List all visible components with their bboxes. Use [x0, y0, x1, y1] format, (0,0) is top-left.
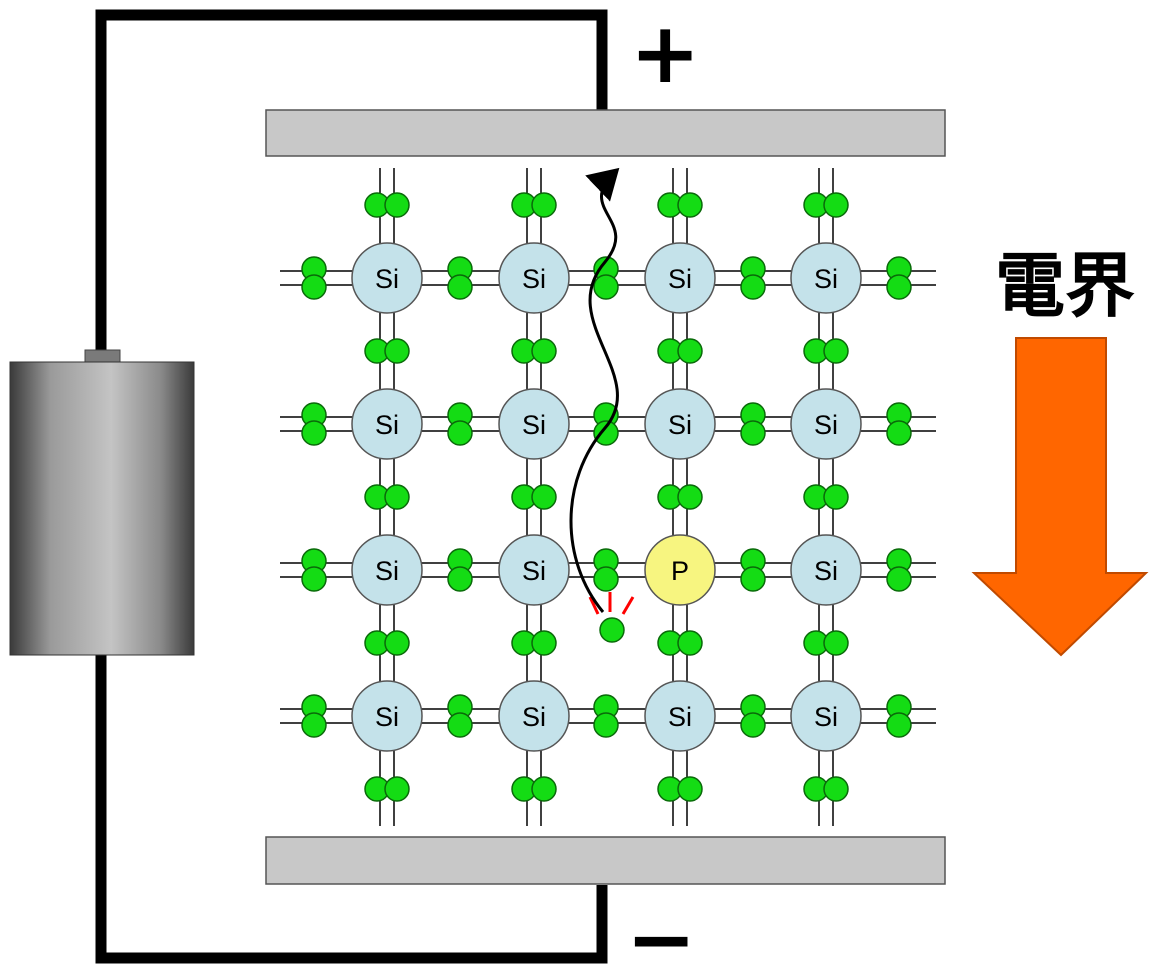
silicon-atom	[644, 242, 716, 314]
valence-electron	[677, 338, 703, 364]
atom-label: Si	[375, 410, 399, 440]
silicon-atom	[498, 242, 570, 314]
valence-electron	[677, 630, 703, 656]
silicon-atom	[790, 680, 862, 752]
valence-electron	[531, 484, 557, 510]
valence-electron	[447, 712, 473, 738]
plus-sign: +	[630, 4, 700, 102]
valence-electron	[740, 712, 766, 738]
atom-label: Si	[522, 264, 546, 294]
valence-electron	[593, 274, 619, 300]
valence-electron	[447, 274, 473, 300]
silicon-atom	[644, 388, 716, 460]
valence-electron	[886, 420, 912, 446]
atom-label: Si	[814, 264, 838, 294]
silicon-atom	[644, 680, 716, 752]
field-label: 電界	[995, 245, 1135, 327]
valence-electron	[301, 420, 327, 446]
negative-plate	[265, 836, 946, 885]
valence-electron	[677, 776, 703, 802]
atom-label: Si	[522, 556, 546, 586]
valence-electron	[740, 274, 766, 300]
valence-electron	[301, 274, 327, 300]
valence-electron	[740, 566, 766, 592]
silicon-atom	[351, 242, 423, 314]
valence-electron	[301, 566, 327, 592]
atom-label: Si	[375, 264, 399, 294]
silicon-atom	[498, 680, 570, 752]
positive-plate	[265, 109, 946, 157]
phosphorus-atom	[644, 534, 716, 606]
valence-electron	[823, 776, 849, 802]
silicon-atom	[351, 534, 423, 606]
valence-electron	[823, 630, 849, 656]
battery	[9, 349, 195, 656]
valence-electron	[447, 420, 473, 446]
atom-label: Si	[668, 702, 692, 732]
valence-electron	[593, 566, 619, 592]
atom-label: Si	[814, 556, 838, 586]
valence-electron	[740, 420, 766, 446]
valence-electron	[447, 566, 473, 592]
atom-label: Si	[375, 556, 399, 586]
free-electron	[599, 617, 625, 643]
valence-electron	[384, 338, 410, 364]
valence-electron	[384, 484, 410, 510]
valence-electron	[886, 274, 912, 300]
valence-electron	[823, 192, 849, 218]
valence-electron	[823, 484, 849, 510]
silicon-atom	[351, 680, 423, 752]
valence-electron	[531, 192, 557, 218]
valence-electron	[384, 776, 410, 802]
silicon-atom	[351, 388, 423, 460]
atom-label: Si	[522, 410, 546, 440]
atom-label: Si	[375, 702, 399, 732]
silicon-atom	[790, 534, 862, 606]
atom-label: Si	[814, 410, 838, 440]
atom-label: Si	[522, 702, 546, 732]
circuit-wire	[95, 9, 608, 964]
valence-electron	[531, 338, 557, 364]
escape-marks	[588, 592, 635, 615]
valence-electron	[531, 630, 557, 656]
field-arrow	[971, 337, 1149, 657]
valence-electron	[384, 630, 410, 656]
valence-electron	[823, 338, 849, 364]
valence-electron	[886, 712, 912, 738]
minus-sign: −	[626, 890, 696, 966]
valence-electron	[677, 192, 703, 218]
valence-electron	[886, 566, 912, 592]
silicon-atom	[498, 388, 570, 460]
atom-label: Si	[668, 264, 692, 294]
valence-electron	[677, 484, 703, 510]
silicon-atom	[790, 242, 862, 314]
valence-electron	[531, 776, 557, 802]
atom-label: P	[671, 556, 689, 586]
electron-path	[569, 167, 620, 613]
atom-label: Si	[814, 702, 838, 732]
valence-electron	[384, 192, 410, 218]
silicon-atom	[790, 388, 862, 460]
valence-electron	[593, 420, 619, 446]
silicon-atom	[498, 534, 570, 606]
valence-electron	[301, 712, 327, 738]
atom-label: Si	[668, 410, 692, 440]
valence-electron	[593, 712, 619, 738]
